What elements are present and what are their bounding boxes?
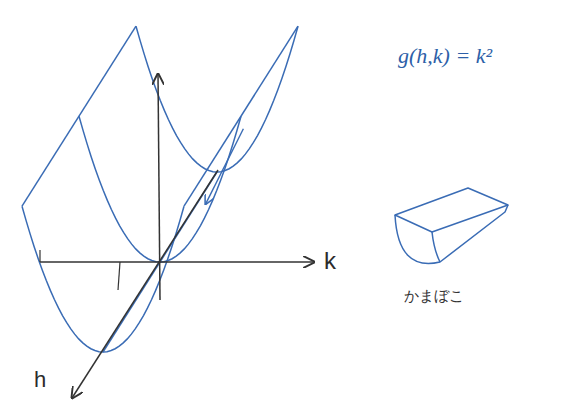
parabola-curve [136, 26, 298, 172]
kamaboko-edge [432, 232, 440, 262]
caption-note: かまぼこ [404, 288, 464, 305]
surface-edge [22, 26, 136, 206]
h-axis [72, 170, 218, 398]
tick-mark [39, 250, 40, 262]
kamaboko-body [395, 205, 508, 263]
axis-label: h [34, 368, 46, 392]
tick-mark [118, 262, 120, 290]
z-axis [158, 74, 160, 300]
axis-label: k [324, 248, 336, 274]
k-axis [40, 261, 314, 263]
surface-edge [184, 26, 298, 206]
formula-label: g(h,k) = k² [398, 44, 492, 68]
kamaboko-top [395, 188, 508, 232]
direction-arrow [206, 129, 244, 204]
